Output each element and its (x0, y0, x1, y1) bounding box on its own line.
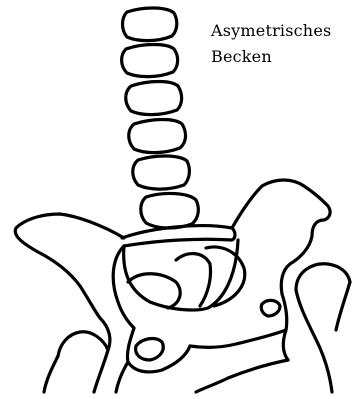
pubic-lower-right (196, 360, 288, 392)
caption-line-2: Becken (211, 44, 331, 70)
right-ilium (232, 180, 330, 264)
vertebra-6 (141, 193, 199, 228)
vertebra-3 (126, 82, 182, 115)
vertebra-5 (133, 156, 190, 189)
diagram-caption: Asymetrisches Becken (211, 18, 331, 70)
right-femur-neck (296, 290, 332, 392)
right-iliac-crest (232, 180, 330, 264)
left-femur-inner (94, 350, 108, 392)
obturator-foramen-left (136, 339, 164, 360)
left-iliac-crest (15, 214, 124, 318)
vertebra-2 (122, 45, 178, 77)
right-hip-joint (281, 264, 350, 392)
left-femoral-head (58, 332, 108, 356)
pubic-arch-right (190, 330, 286, 347)
left-ilium (15, 214, 134, 328)
vertebra-4 (129, 120, 186, 153)
caption-line-1: Asymetrisches (211, 18, 331, 44)
obturator-foramen-right (261, 300, 280, 316)
left-femur (44, 356, 58, 392)
pubis (116, 300, 288, 392)
spine (122, 8, 199, 228)
right-femoral-head (296, 264, 350, 290)
right-acetabulum (281, 264, 290, 360)
vertebra-1 (123, 8, 177, 41)
pubic-lower-left (116, 362, 128, 392)
right-greater-trochanter (336, 282, 350, 330)
sacrum-inner-left (176, 254, 211, 306)
sacrum (122, 226, 245, 310)
left-hip-joint (44, 318, 110, 392)
